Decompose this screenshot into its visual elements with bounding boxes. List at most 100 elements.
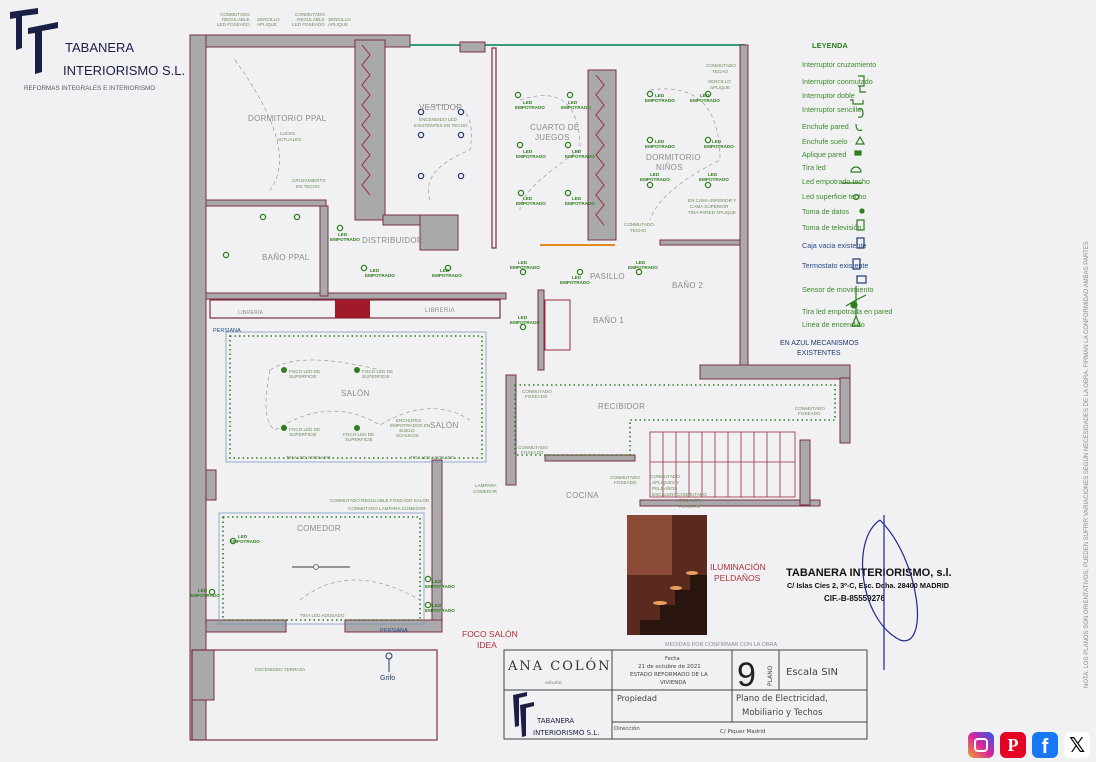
label-libreria-2: LIBRERIA	[425, 308, 455, 314]
note-foco: FOCO LED DE	[289, 369, 320, 374]
room-cocina: COCINA	[566, 491, 599, 500]
legend-item: Led empotrado techo	[802, 177, 870, 186]
plan-annotation: EMPOTRADO	[560, 280, 590, 285]
client-name: ANA COLÓN	[507, 657, 612, 674]
note-iluminacion-2: PELDAÑOS	[714, 573, 761, 583]
note-persiana: PERSIANA	[213, 328, 241, 334]
note-foco-salon: FOCO SALÓN	[462, 629, 518, 639]
plan-annotation: EMPOTRADO	[516, 154, 546, 159]
room-dormitorio-ninos: DORMITORIO	[646, 153, 701, 162]
legend-item: Interruptor cruzamiento	[802, 60, 876, 69]
company-logo: TABANERA INTERIORISMO S.L. REFORMAS INTE…	[10, 8, 185, 92]
plan-annotation: EMPOTRADO	[565, 154, 595, 159]
stamp-address: C/ Islas Cíes 2, 3º-C, Esc. Dcha. 28400 …	[787, 581, 949, 590]
pinterest-icon[interactable]: P	[1000, 732, 1026, 758]
note-iluminacion: ILUMINACIÓN	[710, 562, 766, 572]
plan-annotation: EMPOTRADO	[699, 177, 729, 182]
note-foco-d: FOCO LED DE	[343, 432, 374, 437]
client-sub: estudio	[545, 680, 562, 686]
note-conm-techo: CONMUTADO	[706, 63, 736, 68]
propiedad-label: Propiedad	[617, 694, 657, 703]
note-luces-2: ACTUALES	[277, 137, 301, 142]
note-conm-reg: CONMUTADO	[220, 12, 250, 17]
note-peld: CONMUTADO	[650, 474, 680, 479]
note-foco-c: FOCO LED DE	[289, 427, 320, 432]
legend-item: Enchufe suelo	[802, 137, 848, 146]
x-icon[interactable]: 𝕏	[1064, 732, 1090, 758]
plan-annotation: LED	[655, 93, 665, 98]
room-bano-1: BAÑO 1	[593, 316, 624, 325]
note-conm-techo-2: TECHO	[712, 69, 729, 74]
note-peld-4: ESCALERA	[652, 492, 677, 497]
direccion: C/ Piquer Madrid	[720, 729, 765, 735]
plan-annotation: LED	[198, 588, 208, 593]
note-esc: CONMUTADO	[677, 492, 707, 497]
signature	[861, 515, 918, 670]
plan-annotation: EMPOTRADO	[510, 265, 540, 270]
note-conm-techo-b: CONMUTADO	[624, 222, 654, 227]
plan-annotation: LED	[572, 275, 582, 280]
legend-item: Toma de televisión	[802, 223, 862, 232]
note-conm-reg-3: LED FOSEADO	[217, 22, 250, 27]
note-peld-2: APLIQUES Y	[652, 480, 679, 485]
staircase	[649, 431, 796, 498]
logo-line1: TABANERA	[65, 40, 134, 55]
plan-annotation: LED	[370, 268, 380, 273]
note-sencillo: SENCILLO	[257, 17, 280, 22]
plan-annotation: LED	[636, 260, 646, 265]
logo-line2: INTERIORISMO S.L.	[63, 63, 185, 78]
note-medidas: MEDIDAS POR CONFIRMAR CON LA OBRA	[665, 642, 777, 648]
note-conm-fos-c: CONMUTADO	[795, 406, 825, 411]
plan-annotation: LED	[568, 100, 578, 105]
plan-annotation: EMPOTRADO	[510, 320, 540, 325]
plan-annotation: LED	[708, 172, 718, 177]
plano-number: 9	[737, 656, 756, 694]
facebook-icon[interactable]: f	[1032, 732, 1058, 758]
legend-item: Enchufe pared	[802, 122, 849, 131]
note-conm-fos-d2: FOSEADO	[614, 480, 637, 485]
room-cuarto-juegos: CUARTO DE	[530, 123, 580, 132]
plan-annotation: EMPOTRADO	[565, 201, 595, 206]
room-dormitorio-ninos-2: NIÑOS	[656, 163, 683, 172]
stamp-cif: CIF.-B-85559276	[824, 594, 885, 603]
company-stamp: TABANERA INTERIORISMO, s.l. C/ Islas Cíe…	[786, 515, 952, 670]
fecha: 21 de octubre de 2021	[638, 664, 701, 670]
plan-annotation: EMPOTRADO	[645, 144, 675, 149]
note-conm-salon: CONMUTADO REGULABLE FOSEADO SALÓN	[330, 497, 429, 503]
note-sencillo-b2: APLIQUE	[328, 22, 348, 27]
note-sencillo-b: SENCILLO	[328, 17, 351, 22]
note-conm-fos: CONMUTADO	[522, 389, 552, 394]
note-tira-led: TIRA LED ADOSADO	[286, 455, 331, 460]
note-conm-reg-b2: REGULABLE	[297, 17, 325, 22]
note-cama: EN CAMA INFERIOR Y	[688, 198, 736, 203]
legend-item: Interruptor sencillo	[802, 105, 861, 114]
plan-annotation: EMPOTRADO	[425, 584, 455, 589]
fecha-label: Fecha	[665, 656, 680, 662]
plan-annotation: EMPOTRADO	[330, 237, 360, 242]
note-conm-reg-2: REGULABLE	[222, 17, 250, 22]
legend-item: Tira led empotrada en pared	[802, 307, 892, 316]
note-foco-salon-2: IDEA	[477, 640, 497, 650]
room-salon: SALÓN	[341, 389, 370, 398]
note-vestidor: ENCENDIDO LED	[419, 117, 457, 122]
note-peld-3: PELDAÑOS	[652, 485, 677, 491]
plan-annotation: LED	[700, 93, 710, 98]
plano-title-2: Mobiliario y Techos	[742, 708, 823, 718]
plan-annotation: LED	[655, 139, 665, 144]
plan-annotation: EMPOTRADO	[432, 273, 462, 278]
legend-item: Termostato existente	[802, 261, 868, 270]
note-enchufes-3: SUELO	[399, 428, 415, 433]
annotations: LUCES ACTUALES CRUZAMIENTO EN TECHO ENCE…	[190, 12, 825, 682]
legend-item: Interruptor conmutado	[802, 77, 873, 86]
legend-title: LEYENDA	[812, 41, 848, 50]
note-conm-comedor: CONMUTADO LAMPARA COMEDOR	[348, 506, 426, 511]
instagram-icon[interactable]	[968, 732, 994, 758]
estado-2: VIVIENDA	[660, 680, 686, 686]
plan-annotation: LED	[518, 260, 528, 265]
side-note: NOTA: LOS PLANOS SON ORIENTATIVOS, PUEDE…	[1083, 241, 1090, 688]
plan-annotation: EMPOTRADO	[640, 177, 670, 182]
plan-annotation: EMPOTRADO	[365, 273, 395, 278]
plan-annotation: EMPOTRADO	[690, 98, 720, 103]
note-tira-led-2: TIRA LED ADOSADO	[410, 455, 455, 460]
